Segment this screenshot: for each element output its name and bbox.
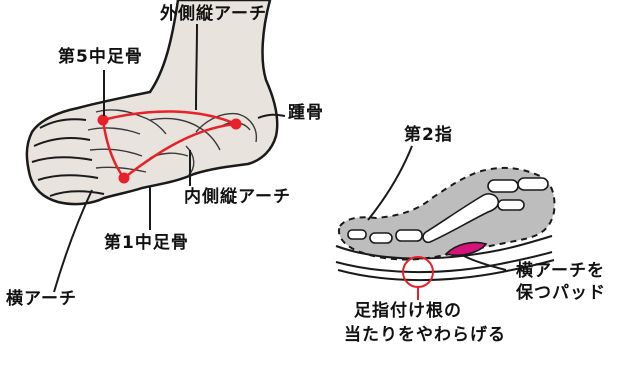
label-first-metatarsal: 第1中足骨	[104, 234, 189, 254]
label-pad-line2: 保つパッド	[516, 284, 606, 304]
label-relief-line2: 当たりをやわらげる	[344, 326, 506, 346]
label-calcaneus: 踵骨	[288, 104, 324, 124]
label-transverse-arch: 横アーチ	[6, 290, 77, 310]
label-fifth-metatarsal: 第5中足骨	[58, 48, 143, 68]
label-pad-line1: 横アーチを	[516, 262, 605, 282]
label-lateral-arch: 外側縦アーチ	[160, 5, 267, 25]
label-relief-line1: 足指付け根の	[354, 302, 462, 322]
label-second-toe: 第2指	[404, 126, 453, 146]
label-medial-arch: 内側縦アーチ	[184, 188, 291, 208]
